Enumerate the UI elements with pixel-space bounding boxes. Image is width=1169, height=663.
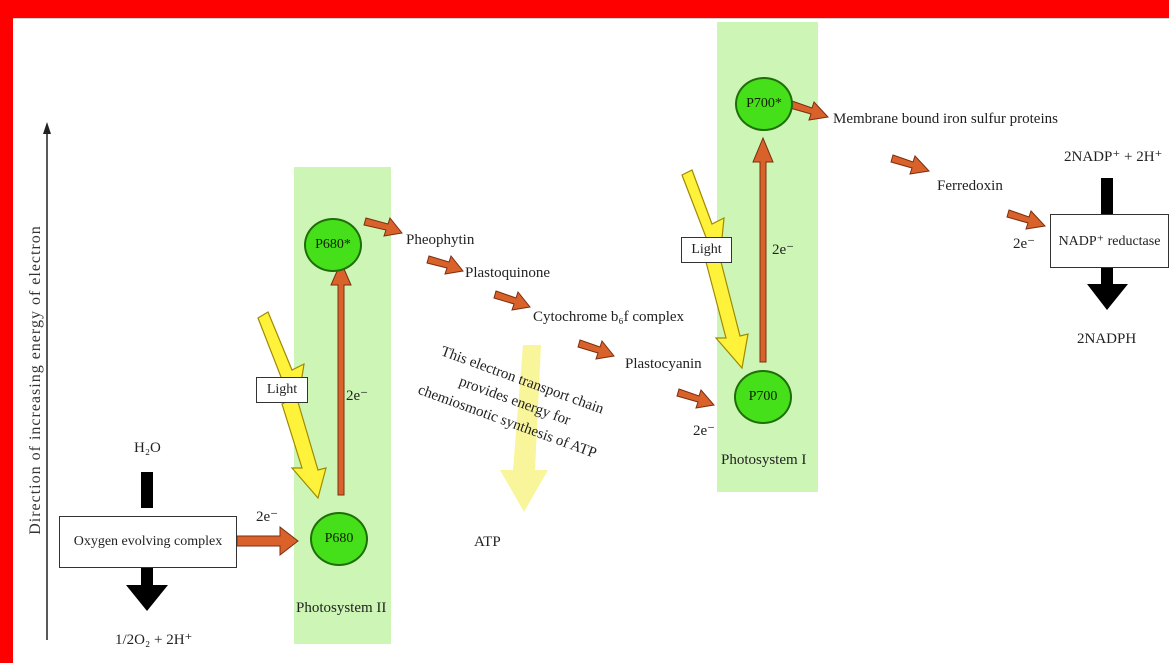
nadph-down-arrow-icon (1087, 266, 1128, 310)
p680-node: P680 (310, 512, 368, 566)
ps2-light-label: Light (266, 382, 298, 397)
o2-output-label: 1/2O₂ + 2H⁺ (115, 632, 193, 648)
p700-label: P700 (748, 389, 778, 404)
iron-sulfur-label: Membrane bound iron sulfur proteins (833, 111, 1058, 127)
photosystem-i-title: Photosystem I (721, 452, 807, 468)
nadp-down-bar (1101, 178, 1113, 216)
ps1-light-label: Light (691, 242, 722, 257)
red-frame-left (0, 0, 13, 663)
ps1-electrons-label: 2e⁻ (772, 242, 795, 258)
arrow-complex-to-p680 (236, 525, 299, 557)
nadp-input-label: 2NADP⁺ + 2H⁺ (1064, 149, 1163, 165)
p680-excited-node: P680* (304, 218, 362, 272)
p700-excited-node: P700* (735, 77, 793, 131)
reductase-electrons-label: 2e⁻ (1013, 236, 1036, 252)
ps1-light-box: Light (681, 237, 732, 263)
o2-down-arrow-icon (126, 565, 168, 611)
ps2-electrons-label: 2e⁻ (346, 388, 369, 404)
complex-electrons-label: 2e⁻ (256, 509, 279, 525)
lightning-bolt-ps2-icon (257, 311, 327, 500)
oxygen-evolving-complex-label: Oxygen evolving complex (73, 534, 223, 549)
arrow-p680-excitation (330, 260, 352, 496)
oxygen-evolving-complex-box: Oxygen evolving complex (59, 516, 237, 568)
arrow-p700star-to-iron-sulfur (789, 100, 830, 121)
red-frame-top (0, 0, 1169, 18)
p700-node: P700 (734, 370, 792, 424)
arrow-plastoquinone-to-cytochrome (493, 290, 531, 311)
arrow-cytochrome-to-plastocyanin (577, 339, 615, 360)
cytochrome-label: Cytochrome b₆f complex (533, 309, 685, 325)
p700-excited-label: P700* (746, 96, 782, 111)
plastoquinone-label: Plastoquinone (465, 265, 550, 281)
energy-axis-arrowhead-icon (43, 122, 51, 134)
arrow-p680star-to-pheophytin (363, 216, 403, 237)
h2o-down-bar (141, 472, 153, 508)
pheophytin-label: Pheophytin (406, 232, 475, 248)
plastocyanin-label: Plastocyanin (625, 356, 702, 372)
p680-excited-label: P680* (315, 237, 351, 252)
atp-arrow-icon (500, 345, 548, 512)
arrow-p700-excitation (752, 136, 774, 363)
p700-electrons-label: 2e⁻ (693, 423, 716, 439)
nadph-output-label: 2NADPH (1077, 331, 1137, 347)
arrow-plastocyanin-to-p700 (676, 388, 715, 409)
ferredoxin-label: Ferredoxin (937, 178, 1003, 194)
nadp-reductase-label: NADP⁺ reductase (1058, 233, 1161, 249)
frame-inner-line (13, 18, 1169, 19)
h2o-label: H₂O (134, 440, 161, 456)
energy-axis-label: Direction of increasing energy of electr… (27, 225, 44, 535)
photosystem-ii-title: Photosystem II (296, 600, 387, 616)
atp-label: ATP (474, 534, 501, 550)
lightning-bolt-ps1-icon (681, 169, 749, 370)
nadp-reductase-box: NADP⁺ reductase (1050, 214, 1169, 268)
ps2-light-box: Light (256, 377, 308, 403)
arrow-iron-sulfur-to-ferredoxin (890, 154, 931, 175)
arrow-ferredoxin-to-reductase (1006, 209, 1047, 230)
arrow-pheophytin-to-plastoquinone (426, 254, 464, 275)
p680-label: P680 (324, 531, 354, 546)
